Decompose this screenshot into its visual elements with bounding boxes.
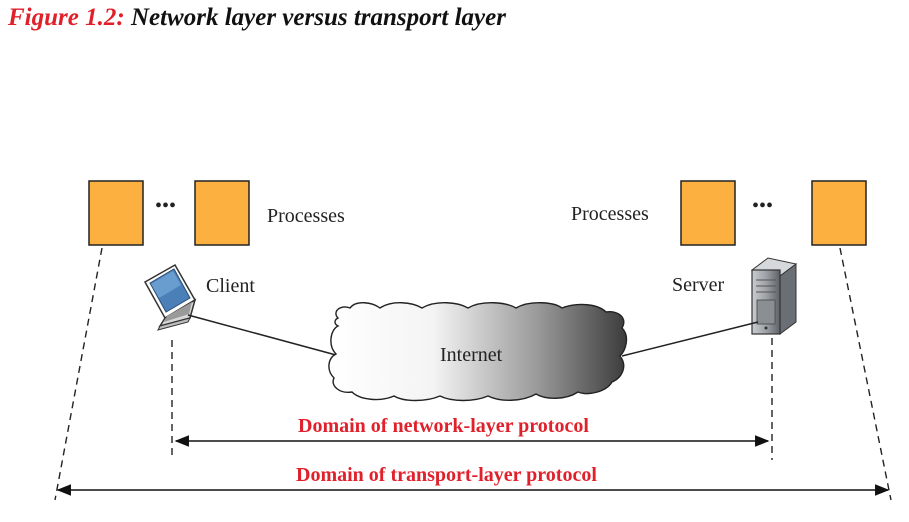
client-link xyxy=(187,314,337,356)
client-label: Client xyxy=(206,275,255,297)
process-box-right-1 xyxy=(680,180,736,246)
transport-boundary-left xyxy=(54,247,103,501)
figure-title: Network layer versus transport layer xyxy=(130,4,506,31)
processes-label-right: Processes xyxy=(571,203,649,225)
network-domain-label: Domain of network-layer protocol xyxy=(298,415,589,437)
processes-label-left: Processes xyxy=(267,205,345,227)
cloud-icon xyxy=(328,302,628,402)
ellipsis-right: ••• xyxy=(752,195,773,217)
figure-caption: Figure 1.2: Network layer versus transpo… xyxy=(8,4,506,32)
server-tower-icon xyxy=(750,257,798,335)
process-box-left-1 xyxy=(88,180,144,246)
internet-label: Internet xyxy=(440,344,503,366)
transport-domain-label: Domain of transport-layer protocol xyxy=(296,464,597,486)
process-box-left-2 xyxy=(194,180,250,246)
transport-boundary-right xyxy=(839,247,892,501)
ellipsis-left: ••• xyxy=(155,195,176,217)
process-box-right-2 xyxy=(811,180,867,246)
laptop-icon xyxy=(143,263,197,331)
server-link xyxy=(621,321,759,357)
figure-number: Figure 1.2: xyxy=(8,4,125,31)
server-label: Server xyxy=(672,274,725,296)
